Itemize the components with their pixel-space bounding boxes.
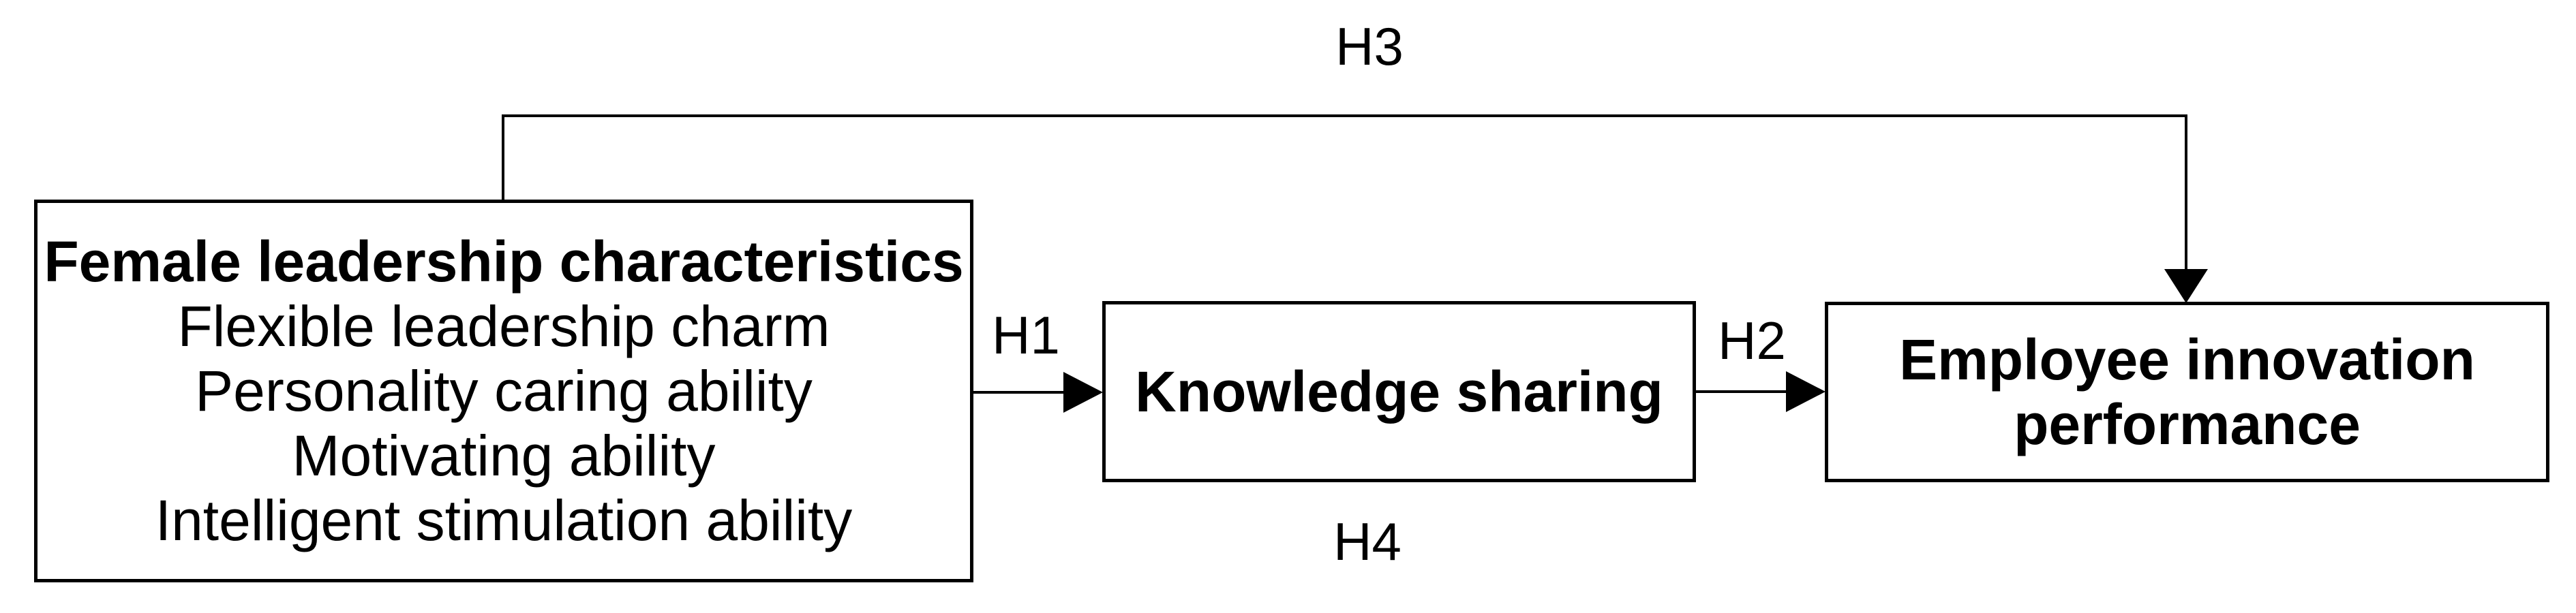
h3-label: H3	[1335, 16, 1404, 76]
left-box-item-motivating-ability: Motivating ability	[292, 423, 716, 488]
knowledge-sharing-box: Knowledge sharing	[1102, 301, 1696, 482]
knowledge-sharing-box-title: Knowledge sharing	[1135, 359, 1663, 424]
h2-arrowhead-icon	[1786, 371, 1825, 412]
h3-connector-horizontal	[502, 114, 2187, 117]
female-leadership-characteristics-box: Female leadership characteristics Flexib…	[34, 200, 973, 582]
h1-label: H1	[992, 305, 1060, 365]
h3-connector-vertical-right	[2185, 114, 2187, 272]
h3-connector-vertical-left	[502, 114, 504, 201]
left-box-item-flexible-leadership-charm: Flexible leadership charm	[177, 294, 830, 358]
h2-label: H2	[1718, 311, 1786, 371]
h1-arrowhead-icon	[1063, 372, 1103, 413]
left-box-item-intelligent-stimulation-ability: Intelligent stimulation ability	[155, 488, 853, 552]
female-leadership-box-title: Female leadership characteristics	[44, 229, 964, 294]
h2-arrow-line	[1696, 390, 1787, 393]
employee-innovation-box-title: Employee innovation performance	[1899, 327, 2475, 456]
h3-arrowhead-icon	[2164, 269, 2208, 303]
left-box-item-personality-caring-ability: Personality caring ability	[195, 358, 813, 423]
h1-arrow-line	[973, 391, 1065, 394]
employee-innovation-performance-box: Employee innovation performance	[1825, 302, 2549, 482]
h4-label: H4	[1333, 512, 1401, 571]
